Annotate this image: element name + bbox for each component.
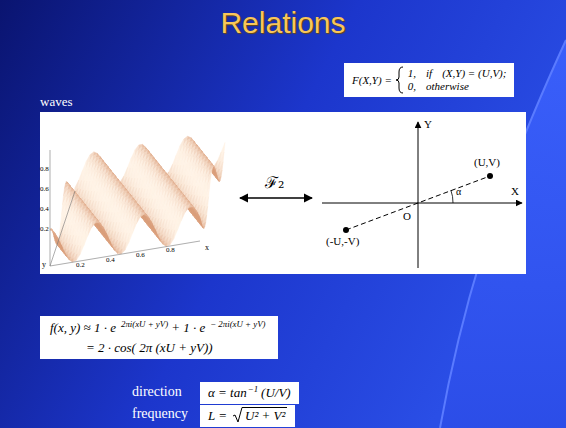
surface-patch	[110, 241, 115, 250]
surface-patch	[174, 220, 179, 239]
surface-patch	[65, 253, 70, 259]
formula-text: + 1 · e	[171, 320, 205, 335]
surface-patch	[67, 252, 72, 257]
surface-patch	[51, 228, 56, 236]
transform-arrow	[240, 197, 312, 198]
surface-patch	[121, 242, 126, 254]
wave-surface	[50, 136, 225, 262]
formula-text: = 2 · cos( 2π (xU + yV))	[86, 340, 213, 355]
y-axis	[418, 122, 419, 268]
x-axis	[322, 203, 522, 204]
point-label: (U,V)	[474, 156, 500, 168]
surface-patch	[170, 230, 175, 245]
axis-label: y	[42, 261, 46, 270]
formula-box: α = tan−1(U/V)	[200, 382, 299, 404]
formula-text: f(x, y) ≈ 1 · e	[50, 320, 116, 335]
surface-patch	[191, 204, 196, 213]
surface-patch	[100, 223, 105, 233]
formula-box: L = U² + V²	[200, 405, 295, 427]
surface-patch	[155, 229, 160, 240]
axis-label: x	[205, 244, 209, 253]
tick-label: 0.2	[40, 226, 49, 234]
surface-patch	[159, 238, 164, 244]
tick-label: 0.4	[40, 206, 49, 214]
surface-patch	[61, 245, 66, 256]
formula-text: (X,Y) = (U,V);	[442, 67, 506, 80]
point-minus-uv	[343, 227, 349, 233]
surface-patch	[99, 222, 104, 228]
tick-label: 0.4	[106, 257, 115, 265]
surface-patch	[166, 238, 171, 246]
surface-patch	[76, 246, 81, 261]
formula-text: 0,	[408, 80, 416, 93]
surface-patch	[106, 233, 111, 245]
surface-patch	[217, 170, 222, 178]
surface-patch	[80, 236, 85, 255]
axis-label: Y	[424, 118, 432, 130]
surface-patch	[97, 219, 102, 228]
formula-text: if	[426, 67, 432, 80]
surface-patch	[50, 228, 55, 233]
tick-label: 0.8	[40, 166, 49, 174]
formula-text: otherwise	[426, 80, 506, 93]
transform-symbol: ℱ₂	[265, 174, 284, 192]
surface-patch	[118, 249, 123, 254]
property-label: frequency	[132, 406, 188, 421]
surface-patch	[193, 207, 198, 217]
section-label: waves	[40, 95, 73, 109]
formula-box: f(x, y) ≈ 1 · e 2πi(xU + yV)+ 1 · e − 2πi(…	[40, 316, 278, 359]
surface-patch	[125, 233, 130, 250]
surface-axes	[50, 150, 200, 266]
tick-label: 0.8	[166, 247, 175, 255]
formula-text: 2πi(xU + yV)	[121, 319, 168, 329]
origin-label: O	[403, 210, 411, 222]
formula-text: α = tan	[208, 385, 247, 400]
formula-text: 1,	[408, 67, 416, 80]
property-label: direction	[132, 384, 182, 399]
point-uv	[487, 173, 493, 179]
formula-text: −1	[248, 384, 258, 394]
illustration-panel	[40, 112, 526, 274]
formula-text: (U/V)	[261, 385, 291, 400]
brace-symbol	[395, 66, 405, 94]
direction-line	[346, 176, 490, 230]
tick-label: 0.6	[40, 186, 49, 194]
angle-arc	[451, 190, 453, 203]
formula-text: F(X,Y) =	[352, 74, 392, 86]
axis-label: X	[511, 185, 519, 197]
surface-patch	[73, 254, 78, 262]
surface-patch	[161, 236, 166, 241]
formula-text: U² + V²	[243, 407, 287, 423]
formula-text: − 2πi(xU + yV)	[210, 319, 265, 329]
slide-title: Relations	[0, 6, 566, 40]
radical-symbol	[233, 407, 243, 423]
surface-patch	[193, 207, 198, 213]
formula-text: L =	[208, 408, 227, 423]
tick-label: 0.2	[76, 262, 85, 270]
angle-label: α	[456, 186, 461, 197]
point-label: (-U,-V)	[326, 235, 359, 247]
radical-stroke	[233, 408, 243, 423]
surface-patch	[145, 213, 150, 221]
definition-box: F(X,Y) = 1, if (X,Y) = (U,V); 0, otherwise	[344, 63, 514, 97]
brace-stroke	[396, 67, 403, 93]
tick-label: 0.6	[136, 252, 145, 260]
